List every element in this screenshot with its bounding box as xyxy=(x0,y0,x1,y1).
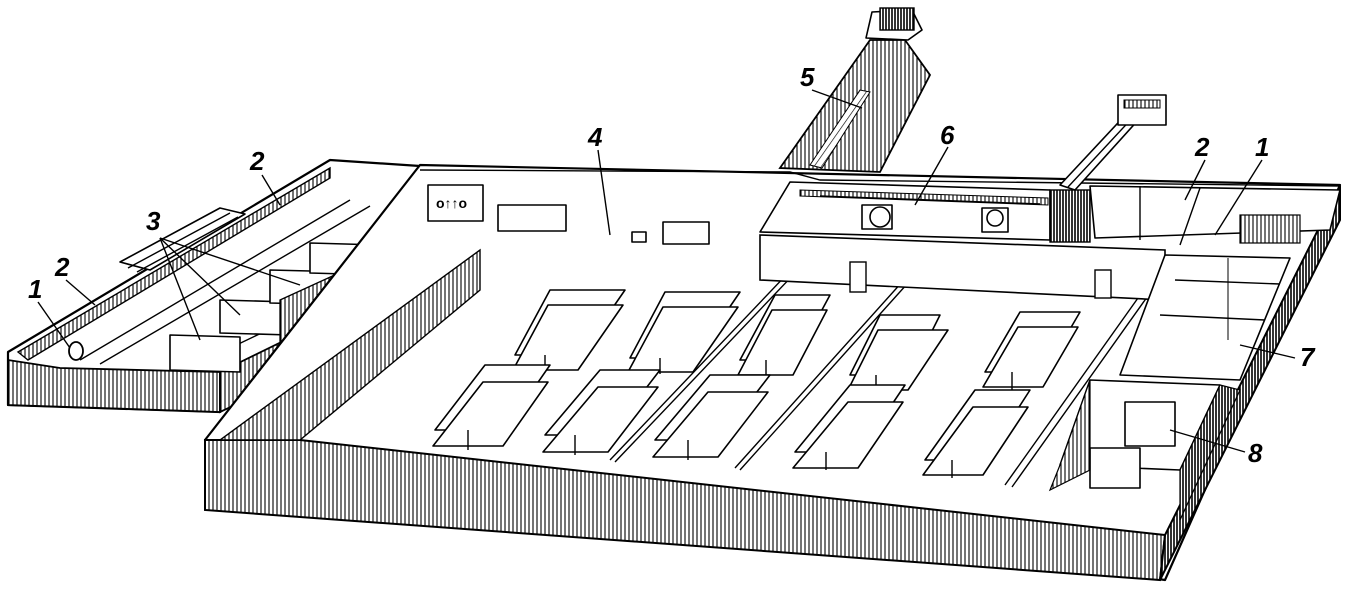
label-8: 8 xyxy=(1248,438,1263,468)
label-4: 4 xyxy=(587,122,603,152)
label-1-left: 1 xyxy=(28,274,42,304)
room-8-equipment xyxy=(1124,401,1176,447)
storage-box xyxy=(497,204,567,232)
label-3: 3 xyxy=(146,206,161,236)
air-intake-shaft xyxy=(1059,94,1167,191)
bunk-10 xyxy=(922,389,1031,478)
service-door xyxy=(849,261,867,293)
side-door xyxy=(1094,269,1112,299)
label-7: 7 xyxy=(1300,342,1316,372)
main-hall-right-wall xyxy=(1159,185,1341,581)
main-hall-left-wall xyxy=(217,248,481,441)
label-2-top: 2 xyxy=(249,146,265,176)
svg-text:o↑↑o: o↑↑o xyxy=(436,195,467,211)
stool xyxy=(631,231,647,243)
label-2-right: 2 xyxy=(1194,132,1210,162)
room-cell-1 xyxy=(169,334,241,373)
ventilation-equipment xyxy=(819,189,1091,243)
leader-lines xyxy=(37,89,1296,453)
diagram-labels: 1 2 3 2 4 5 6 2 1 7 8 xyxy=(28,62,1316,468)
bunk-7 xyxy=(542,369,661,455)
filter-unit-right xyxy=(1239,214,1301,244)
label-5: 5 xyxy=(800,62,815,92)
table xyxy=(662,221,710,245)
bunk-6 xyxy=(432,364,551,450)
bunk-9 xyxy=(792,384,906,470)
bunk-2 xyxy=(627,291,741,374)
label-1-right: 1 xyxy=(1255,132,1269,162)
right-service-rooms xyxy=(1089,185,1341,239)
bunk-5 xyxy=(982,311,1081,390)
label-6: 6 xyxy=(940,120,955,150)
label-2-left: 2 xyxy=(54,252,70,282)
left-wing-back-wall xyxy=(16,166,331,361)
bunk-1 xyxy=(512,289,626,372)
bunk-beds xyxy=(432,289,1081,478)
bunk-4 xyxy=(847,314,949,392)
control-panel xyxy=(427,184,484,222)
bunk-8 xyxy=(652,374,771,460)
filter-unit-left xyxy=(68,341,84,361)
